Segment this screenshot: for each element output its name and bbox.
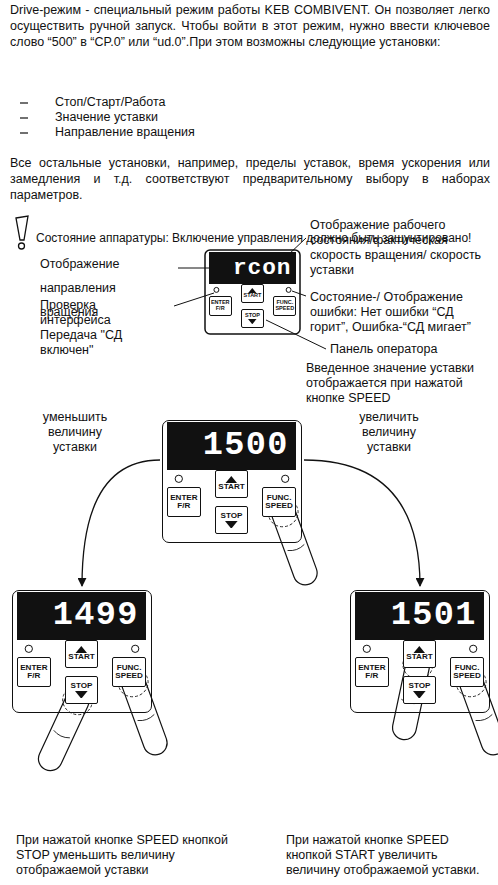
annotation-text: Значение уставки — [55, 110, 355, 125]
display-value: 1501 — [391, 596, 477, 634]
keypad-button: ENTER F/R — [167, 487, 201, 518]
button-label: STOP — [221, 512, 243, 521]
finger-crease — [138, 714, 155, 722]
display-value: 1499 — [53, 596, 139, 634]
annotation-text: Отображение рабочего состояния/фактическ… — [310, 218, 495, 278]
keypad-button: ENTER F/R — [17, 657, 51, 688]
curved-arrow — [82, 460, 160, 586]
digit-display: 1501 — [355, 592, 484, 640]
display-value: rcon — [233, 255, 292, 281]
triangle — [225, 476, 238, 484]
annotation-text: Панель оператора — [330, 342, 490, 357]
button-label: ENTER F/R — [356, 664, 388, 681]
keypad-button: STOP — [241, 309, 264, 328]
operator-panel: Введенное значение уставки отображается … — [162, 420, 302, 543]
button-label: ENTER F/R — [210, 300, 231, 312]
finger-crease — [288, 544, 305, 552]
keypad-button: FUNC. SPEED — [273, 296, 296, 317]
keypad-button: FUNC. SPEED — [112, 657, 146, 688]
list-dash — [20, 102, 28, 103]
digit-display: 1499 — [17, 592, 146, 640]
button-label: FUNC. SPEED — [113, 664, 145, 681]
panel-caption: При нажатой кнопке SPEED кнопкой START у… — [286, 833, 491, 878]
list-dash — [20, 117, 28, 118]
arrow-symbol — [75, 691, 88, 699]
status-led — [25, 645, 32, 652]
annotation-text: Направление вращения — [55, 125, 355, 140]
status-led — [175, 475, 182, 482]
keypad-button: ENTER F/R — [209, 296, 232, 317]
triangle — [225, 521, 238, 529]
button-label: FUNC. SPEED — [274, 300, 295, 312]
finger-crease — [476, 714, 493, 722]
operator-panel: При нажатой кнопке SPEED кнопкой STOP ум… — [12, 590, 152, 713]
annotation-text: Все остальные установки, например, преде… — [10, 155, 490, 203]
annotation-text: Состояние-/ Отображение ошибки: Нет ошиб… — [310, 290, 495, 335]
status-led — [363, 645, 370, 652]
operator-panel — [205, 250, 300, 334]
keypad-button: START — [65, 640, 99, 668]
button-label: STOP — [409, 682, 431, 691]
button-label: START — [68, 653, 94, 662]
keypad-button: START — [403, 640, 437, 668]
button-label: START — [406, 653, 432, 662]
arrow-symbol — [225, 521, 238, 529]
button-label: START — [218, 483, 244, 492]
triangle — [413, 646, 426, 654]
status-led — [132, 645, 139, 652]
triangle — [75, 691, 88, 699]
button-label: START — [244, 293, 262, 299]
annotation-text: Стоп/Старт/Работа — [55, 95, 355, 110]
triangle — [248, 319, 257, 324]
keypad-button: START — [215, 470, 249, 498]
warning-icon — [16, 216, 28, 249]
digit-display: rcon — [209, 252, 296, 284]
arrow-symbol — [248, 319, 257, 324]
arrow-symbol — [75, 646, 88, 654]
status-led — [282, 475, 289, 482]
triangle — [75, 646, 88, 654]
panel-caption: При нажатой кнопке SPEED кнопкой STOP ум… — [16, 833, 241, 878]
keypad-button: STOP — [403, 676, 437, 704]
button-label: STOP — [245, 313, 260, 319]
button-label: FUNC. SPEED — [263, 494, 295, 511]
arrow-symbol — [225, 476, 238, 484]
status-led — [286, 287, 291, 292]
keypad-button: STOP — [215, 506, 249, 534]
keypad-button: FUNC. SPEED — [450, 657, 484, 688]
keypad-button: FUNC. SPEED — [262, 487, 296, 518]
button-label: FUNC. SPEED — [451, 664, 483, 681]
list-dash — [20, 132, 28, 133]
curved-arrow — [304, 460, 420, 586]
annotation-text: Drive-режим - специальный режим работы K… — [10, 2, 490, 50]
keypad-button: STOP — [65, 676, 99, 704]
operator-panel: При нажатой кнопке SPEED кнопкой START у… — [350, 590, 490, 713]
keypad-button: START — [241, 284, 264, 303]
finger-crease — [53, 730, 70, 739]
button-label: STOP — [71, 682, 93, 691]
keypad-button: ENTER F/R — [355, 657, 389, 688]
arrow-symbol — [413, 691, 426, 699]
status-led — [470, 645, 477, 652]
status-led — [214, 287, 219, 292]
button-label: ENTER F/R — [168, 494, 200, 511]
annotation-text: Проверка интерфейса Передача "СД включен… — [40, 298, 170, 358]
display-value: 1500 — [203, 426, 289, 464]
arrow-label: увеличить величину уставки — [339, 410, 439, 455]
arrow-symbol — [413, 646, 426, 654]
triangle — [413, 691, 426, 699]
arrow-label: уменьшить величину уставки — [25, 410, 125, 455]
button-label: ENTER F/R — [18, 664, 50, 681]
panel-caption: Введенное значение уставки отображается … — [306, 361, 491, 406]
digit-display: 1500 — [167, 422, 296, 470]
